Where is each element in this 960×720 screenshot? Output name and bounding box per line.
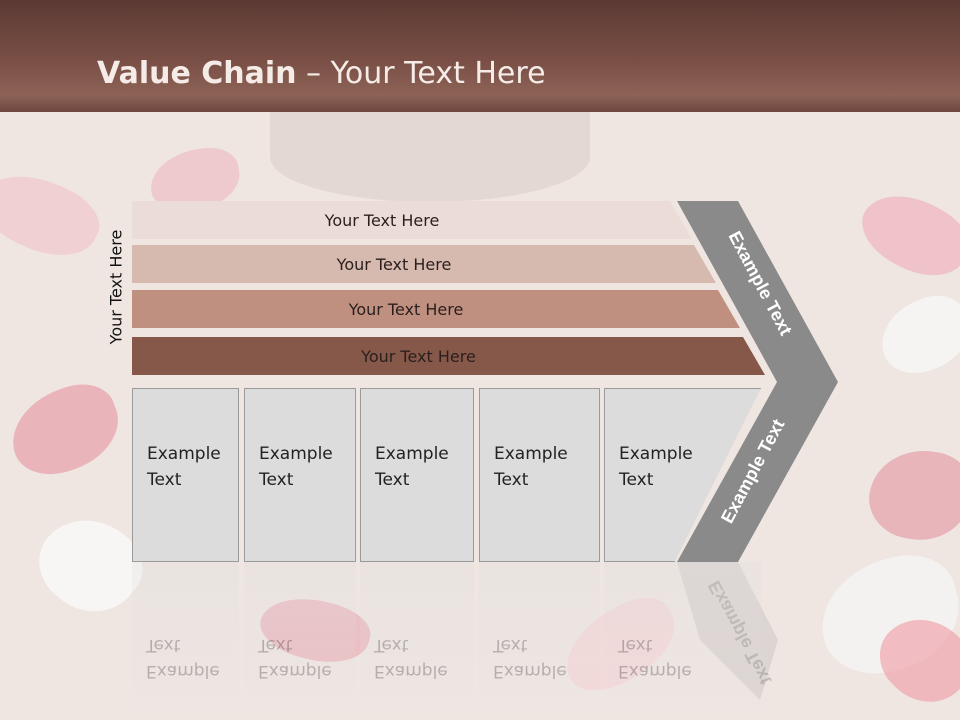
value-bar-3: Your Text Here [132, 290, 740, 328]
example-box-text: Example [494, 444, 568, 464]
reflection-text: Text [146, 635, 181, 655]
reflection-inner: Example Text [604, 562, 761, 712]
reflection-inner: Example Text [244, 562, 356, 712]
example-box-text: Text [375, 470, 410, 490]
example-box-reflection: Example Text [244, 562, 356, 712]
reflection-inner: Example Text [132, 562, 239, 712]
example-box-text: Text [147, 470, 182, 490]
example-box-reflection: Example Text [479, 562, 600, 712]
title-rest: – Your Text Here [296, 56, 546, 91]
value-bar-label: Your Text Here [336, 254, 452, 274]
reflection-text: Example [493, 661, 567, 681]
example-box-reflection: Example Text [360, 562, 474, 712]
example-box-text: Example [375, 444, 449, 464]
reflection-text: Example [146, 661, 220, 681]
example-box-text: Text [259, 470, 294, 490]
reflection-text: Text [374, 635, 409, 655]
example-box-reflection: Example Text [132, 562, 239, 712]
reflection-text: Example [258, 661, 332, 681]
reflection-text: Text [493, 635, 528, 655]
title-bold: Value Chain [97, 56, 297, 91]
reflection-text: Example [618, 661, 692, 681]
value-bar-1: Your Text Here [132, 201, 692, 239]
value-bar-label: Your Text Here [348, 299, 464, 319]
value-bar-label: Your Text Here [324, 210, 440, 230]
reflection-text: Text [258, 635, 293, 655]
reflection-text: Example [374, 661, 448, 681]
example-box-text: Text [619, 470, 654, 490]
page-title: Value Chain – Your Text Here [97, 56, 546, 91]
header-band [0, 0, 960, 112]
example-box-text: Example [147, 444, 221, 464]
reflection-inner: Example Text [479, 562, 600, 712]
example-box-reflection: Example Text [604, 562, 761, 712]
chevron-shape [677, 201, 838, 562]
reflection-text: Text [618, 635, 653, 655]
chevron-reflection [677, 562, 778, 700]
example-box-text: Example [619, 444, 693, 464]
reflection-inner: Example Text [360, 562, 474, 712]
value-bar-2: Your Text Here [132, 245, 716, 283]
value-bar-label: Your Text Here [361, 346, 476, 366]
petal [270, 112, 590, 202]
example-box-text: Text [494, 470, 529, 490]
example-box-text: Example [259, 444, 333, 464]
value-bar-4: Your Text Here [132, 337, 765, 375]
